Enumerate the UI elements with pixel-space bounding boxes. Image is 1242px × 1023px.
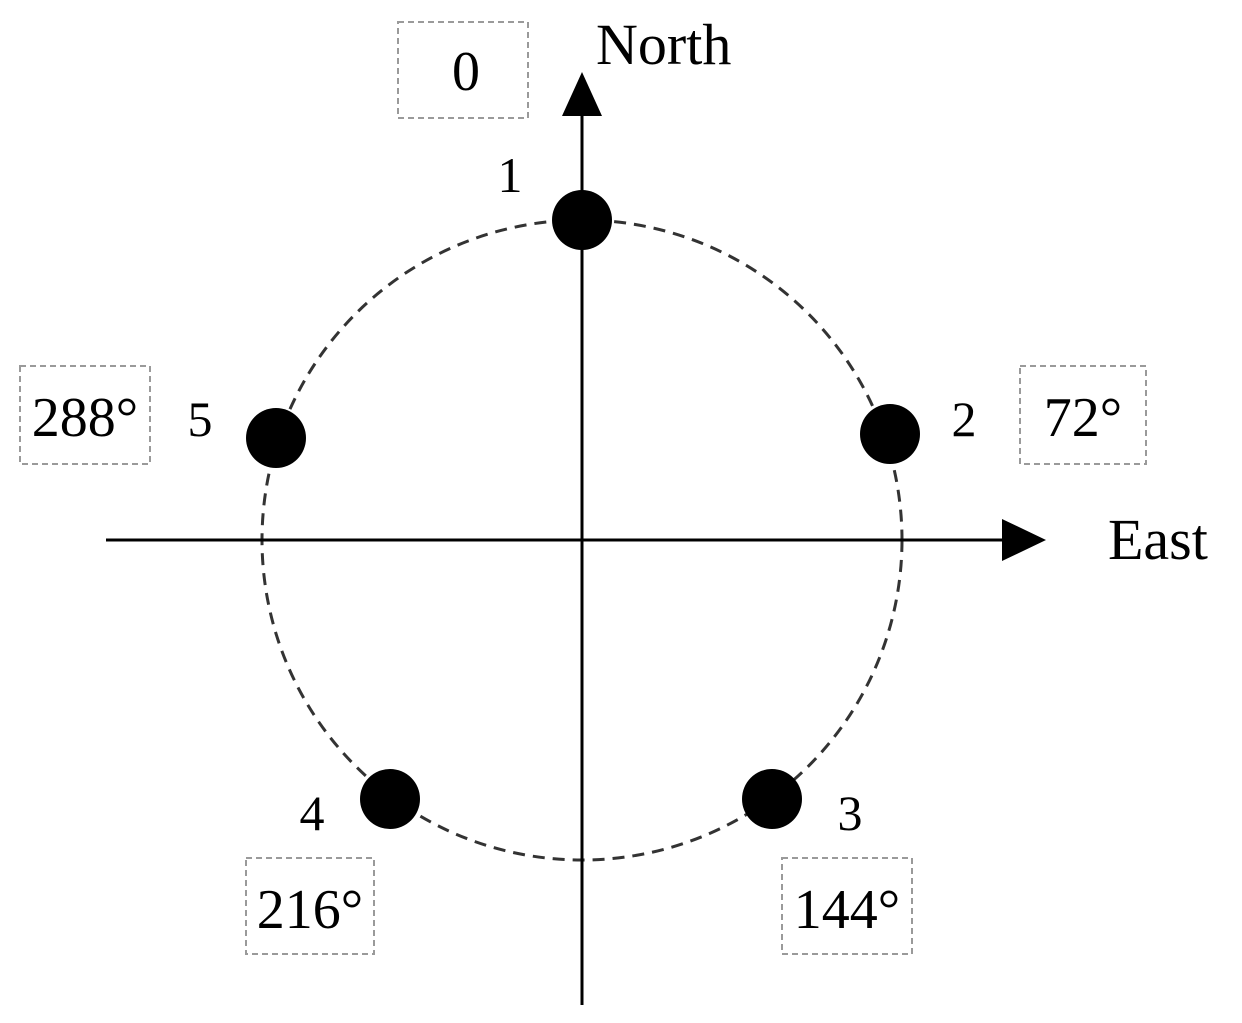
node-label-3: 3 [838,785,863,841]
angle-label-216: 216° [257,879,363,941]
node-label-4: 4 [300,785,325,841]
angle-label-72: 72° [1044,387,1122,449]
node-5 [246,408,306,468]
east-arrowhead [1002,519,1046,561]
angle-box-288 [19,365,151,465]
north-arrowhead [562,72,602,116]
node-label-5: 5 [188,391,213,447]
angle-box-0 [397,21,529,119]
angle-box-216 [245,857,375,955]
angle-label-288: 288° [32,387,138,449]
node-label-2: 2 [952,391,977,447]
angle-label-144: 144° [794,879,900,941]
node-3 [742,769,802,829]
east-label: East [1108,507,1208,572]
node-1 [552,190,612,250]
angle-box-144 [781,857,913,955]
angle-box-72 [1019,365,1147,465]
node-4 [360,769,420,829]
angle-label-0: 0 [452,41,480,103]
node-2 [860,404,920,464]
node-label-1: 1 [498,147,523,203]
north-label: North [596,12,731,77]
